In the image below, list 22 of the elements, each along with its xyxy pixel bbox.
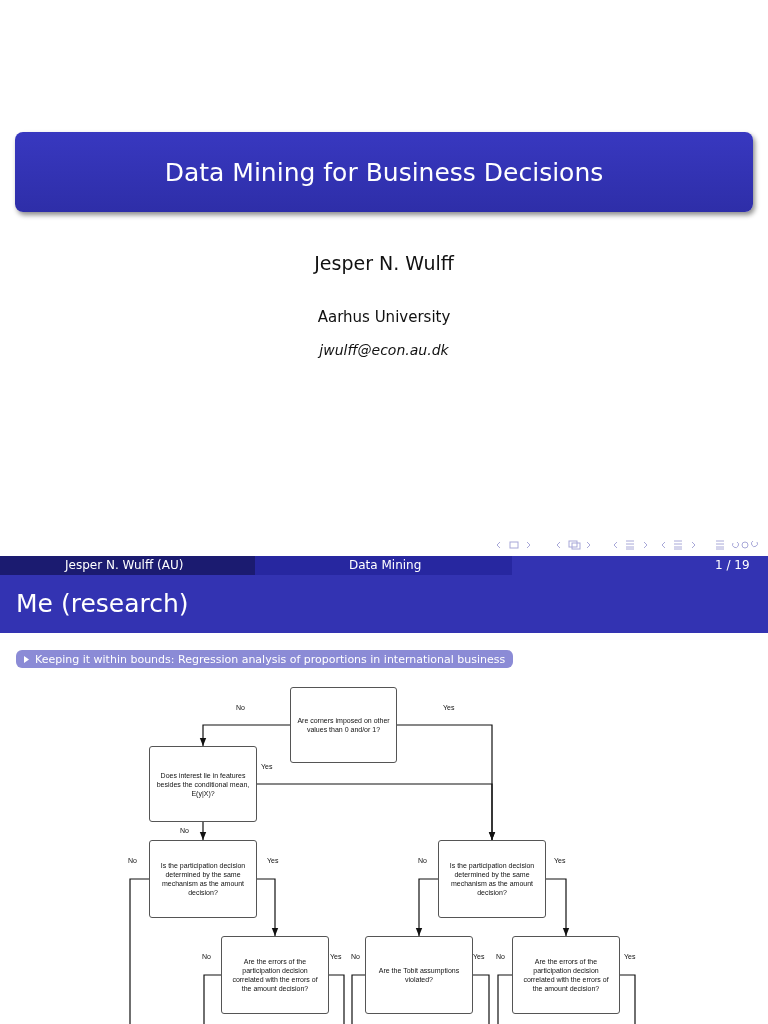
decision-box xyxy=(512,936,620,1014)
affiliation: Aarhus University xyxy=(317,308,451,326)
footer-title: Data Mining xyxy=(349,558,422,572)
decision-box xyxy=(438,840,546,918)
connector-arrow xyxy=(256,878,279,937)
connector-arrow xyxy=(199,724,291,747)
slide-title: Data Mining for Business Decisions xyxy=(164,157,604,187)
author-name: Jesper N. Wulff xyxy=(314,252,454,274)
footer-author: Jesper N. Wulff (AU) xyxy=(65,558,184,572)
slide-heading: Me (research) xyxy=(16,589,189,618)
link-text: Keeping it within bounds: Regression analysis of proportions in international business xyxy=(35,652,506,666)
decision-box xyxy=(221,936,329,1014)
email-address: jwulff@econ.au.dk xyxy=(319,342,449,358)
decision-box xyxy=(290,687,397,763)
decision-box xyxy=(365,936,473,1014)
connector-arrow xyxy=(256,783,496,841)
connector-arrow xyxy=(199,821,207,841)
connector-arrow xyxy=(545,878,570,937)
page-number: 1 / 19 xyxy=(715,558,750,572)
decision-box xyxy=(149,840,257,918)
connector-arrow xyxy=(415,878,439,937)
decision-box xyxy=(149,746,257,822)
